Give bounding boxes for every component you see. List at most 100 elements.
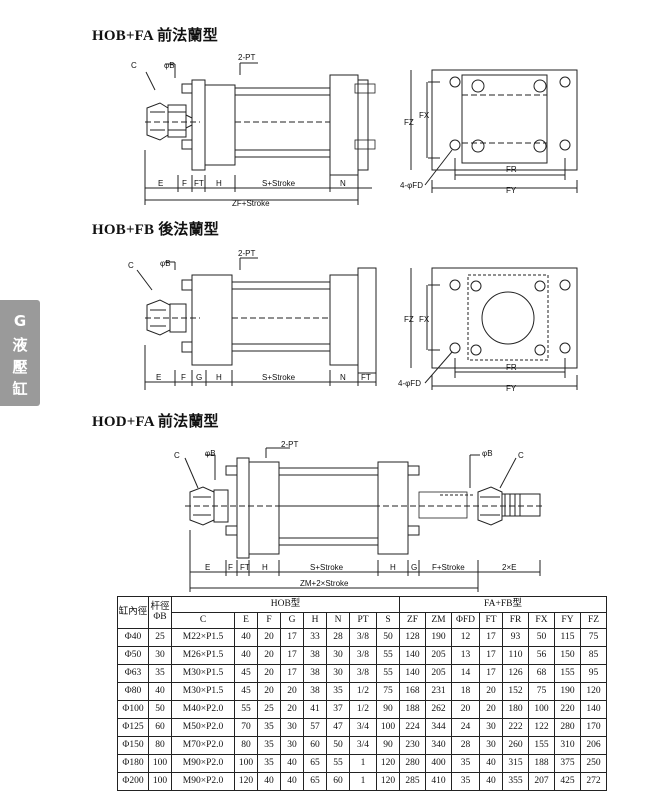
dim-label-c: C bbox=[518, 451, 524, 460]
header-hob-group: HOB型 bbox=[171, 596, 400, 613]
table-cell: 75 bbox=[580, 628, 607, 647]
column-header: ZM bbox=[425, 612, 452, 629]
table-cell: 30 bbox=[479, 718, 503, 737]
table-cell: 25 bbox=[257, 700, 281, 719]
table-cell: 20 bbox=[257, 628, 281, 647]
table-cell: 3/4 bbox=[349, 718, 377, 737]
table-cell: 285 bbox=[399, 772, 426, 791]
table-cell: 35 bbox=[326, 682, 350, 701]
table-cell: 120 bbox=[376, 772, 400, 791]
table-cell: 57 bbox=[303, 718, 327, 737]
dim-label-zm: ZM+2×Stroke bbox=[300, 579, 349, 588]
column-header: C bbox=[171, 612, 235, 629]
table-cell: 40 bbox=[479, 754, 503, 773]
table-cell: 70 bbox=[234, 718, 258, 737]
table-cell: 410 bbox=[425, 772, 452, 791]
dim-label-pt: 2-PT bbox=[238, 53, 255, 62]
hob-fa-side-view: C φB 2-PT E F FT H S+Stroke N ZF+Stroke bbox=[131, 53, 376, 208]
table-cell: M30×P1.5 bbox=[171, 664, 235, 683]
side-tab-char: 壓 bbox=[12, 358, 28, 376]
table-cell: Φ180 bbox=[117, 754, 149, 773]
table-cell: 35 bbox=[451, 772, 480, 791]
table-cell: M90×P2.0 bbox=[171, 772, 235, 791]
column-header: H bbox=[303, 612, 327, 629]
dim-label-b: φB bbox=[164, 61, 175, 70]
side-tab-char: G bbox=[13, 312, 27, 330]
table-cell: 188 bbox=[528, 754, 555, 773]
dim-label-e: E bbox=[205, 563, 210, 572]
table-cell: 315 bbox=[502, 754, 529, 773]
table-cell: 47 bbox=[326, 718, 350, 737]
table-cell: 230 bbox=[399, 736, 426, 755]
dim-label-fy: FY bbox=[506, 384, 517, 393]
table-cell: 40 bbox=[280, 772, 304, 791]
table-cell: 126 bbox=[502, 664, 529, 683]
dim-label-ft: FT bbox=[240, 563, 250, 572]
column-header: ZF bbox=[399, 612, 426, 629]
table-cell: 30 bbox=[326, 646, 350, 665]
table-cell: 50 bbox=[376, 628, 400, 647]
table-cell: 205 bbox=[425, 664, 452, 683]
hob-fb-side-view: C φB 2-PT E F G H S+Stroke N FT bbox=[128, 249, 377, 390]
dim-label-f: F bbox=[181, 373, 186, 382]
dim-label-e: E bbox=[158, 179, 163, 188]
table-cell: 140 bbox=[399, 646, 426, 665]
table-cell: 250 bbox=[580, 754, 607, 773]
dim-label-fx: FX bbox=[419, 315, 430, 324]
table-cell: 30 bbox=[148, 646, 172, 665]
table-cell: Φ50 bbox=[117, 646, 149, 665]
dim-label-fx: FX bbox=[419, 111, 430, 120]
table-cell: 25 bbox=[148, 628, 172, 647]
table-cell: 45 bbox=[234, 664, 258, 683]
table-cell: 220 bbox=[554, 700, 581, 719]
dim-label-fd: 4-φFD bbox=[400, 181, 423, 190]
table-cell: 28 bbox=[451, 736, 480, 755]
table-cell: 60 bbox=[326, 772, 350, 791]
dim-label-pt: 2-PT bbox=[238, 249, 255, 258]
table-cell: 128 bbox=[399, 628, 426, 647]
hob-fa-end-view: FZ FX FR FY 4-φFD bbox=[400, 69, 578, 195]
table-cell: 50 bbox=[148, 700, 172, 719]
table-cell: 140 bbox=[399, 664, 426, 683]
dim-label-stroke: S+Stroke bbox=[262, 373, 296, 382]
table-cell: 56 bbox=[528, 646, 555, 665]
table-cell: M50×P2.0 bbox=[171, 718, 235, 737]
table-cell: 90 bbox=[376, 700, 400, 719]
column-header: E bbox=[234, 612, 258, 629]
table-cell: 20 bbox=[479, 682, 503, 701]
table-cell: 122 bbox=[528, 718, 555, 737]
dim-label-h: H bbox=[262, 563, 268, 572]
table-cell: 17 bbox=[280, 646, 304, 665]
table-cell: 20 bbox=[280, 682, 304, 701]
dim-label-c: C bbox=[131, 61, 137, 70]
table-cell: 14 bbox=[451, 664, 480, 683]
table-cell: 20 bbox=[257, 646, 281, 665]
dim-label-f: F bbox=[182, 179, 187, 188]
dim-label-fz: FZ bbox=[404, 315, 414, 324]
dim-label-g: G bbox=[196, 373, 202, 382]
table-cell: 100 bbox=[148, 772, 172, 791]
table-cell: 93 bbox=[502, 628, 529, 647]
table-cell: 150 bbox=[554, 646, 581, 665]
table-cell: 55 bbox=[234, 700, 258, 719]
table-cell: 1 bbox=[349, 772, 377, 791]
table-cell: M26×P1.5 bbox=[171, 646, 235, 665]
table-cell: 3/8 bbox=[349, 628, 377, 647]
table-cell: 12 bbox=[451, 628, 480, 647]
column-header: G bbox=[280, 612, 304, 629]
table-cell: 152 bbox=[502, 682, 529, 701]
table-cell: 190 bbox=[554, 682, 581, 701]
table-cell: 310 bbox=[554, 736, 581, 755]
table-cell: 60 bbox=[303, 736, 327, 755]
column-header: FR bbox=[502, 612, 529, 629]
table-cell: 28 bbox=[326, 628, 350, 647]
table-cell: 55 bbox=[376, 664, 400, 683]
dim-label-fd: 4-φFD bbox=[398, 379, 421, 388]
side-tab-char: 缸 bbox=[12, 380, 28, 398]
table-cell: 180 bbox=[502, 700, 529, 719]
table-cell: 20 bbox=[257, 682, 281, 701]
